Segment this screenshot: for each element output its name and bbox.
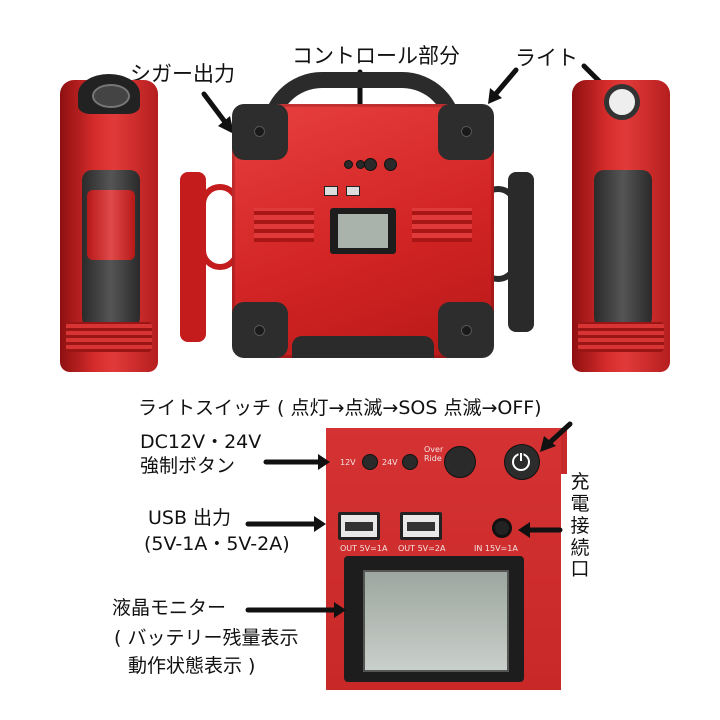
screw [461,126,472,137]
control-section-label: コントロール部分 [292,44,460,68]
vent-stripes [412,208,472,242]
override-button[interactable] [444,446,476,478]
screw [254,325,265,336]
usb2-spec-text: OUT 5V=2A [398,544,446,553]
charge-port-label: 充 電 接 続 口 [568,471,592,581]
mini-lcd-screen [338,214,388,248]
usb-output-label-2: (5V-1A・5V-2A) [144,533,290,555]
lcd-label-2: ( バッテリー残量表示 [114,627,299,649]
light-switch-label: ライトスイッチ ( 点灯→点滅→SOS 点滅→OFF) [138,397,542,419]
screw [461,325,472,336]
jumper-clamp-black [594,170,652,340]
usb-port-1a[interactable] [338,512,380,540]
main-unit-front [232,104,494,358]
usb1-spec-text: OUT 5V=1A [340,544,388,553]
screw [254,126,265,137]
light-label: ライト [515,46,578,70]
forced-button-label-1: DC12V・24V [140,431,262,453]
grip-grooves [578,322,664,352]
dc-input-jack[interactable] [492,518,512,538]
charge-port-char: 続 [570,536,590,559]
mini-12v-button[interactable] [344,160,353,169]
light-switch-button[interactable] [504,444,540,480]
usb-output-label-1: USB 出力 [148,507,232,529]
input-spec-text: IN 15V=1A [474,544,518,553]
usb-port-2a[interactable] [400,512,442,540]
lcd-label-3: 動作状態表示 ) [128,655,256,677]
forced-button-label-2: 強制ボタン [140,455,236,477]
12v-force-button[interactable] [362,454,378,470]
mini-lcd [330,208,396,254]
power-icon [512,452,530,471]
mini-usb-2 [346,186,360,196]
lcd-screen [363,570,509,672]
vent-stripes [254,208,314,242]
btn-12v-text: 12V [340,458,356,467]
lcd-monitor [344,556,524,682]
flashlight-lens [604,84,640,120]
left-side-view [60,74,158,372]
mini-override-button[interactable] [364,158,377,171]
base-foot [292,336,434,358]
right-side-view [572,80,670,372]
24v-force-button[interactable] [402,454,418,470]
mini-light-button[interactable] [384,158,397,171]
panel-edge [561,428,567,474]
charge-port-char: 接 [570,514,590,537]
mini-usb-1 [324,186,338,196]
override-text: Over Ride [424,445,444,463]
btn-24v-text: 24V [382,458,398,467]
grip-grooves [66,322,152,352]
lcd-label-1: 液晶モニター [112,597,227,619]
cigar-socket [78,74,140,114]
callout-arrows-bottom [245,421,573,618]
charge-port-char: 口 [570,558,590,581]
jumper-clamp-red [87,190,135,260]
charge-port-char: 電 [570,492,590,515]
charge-port-char: 充 [570,471,590,493]
